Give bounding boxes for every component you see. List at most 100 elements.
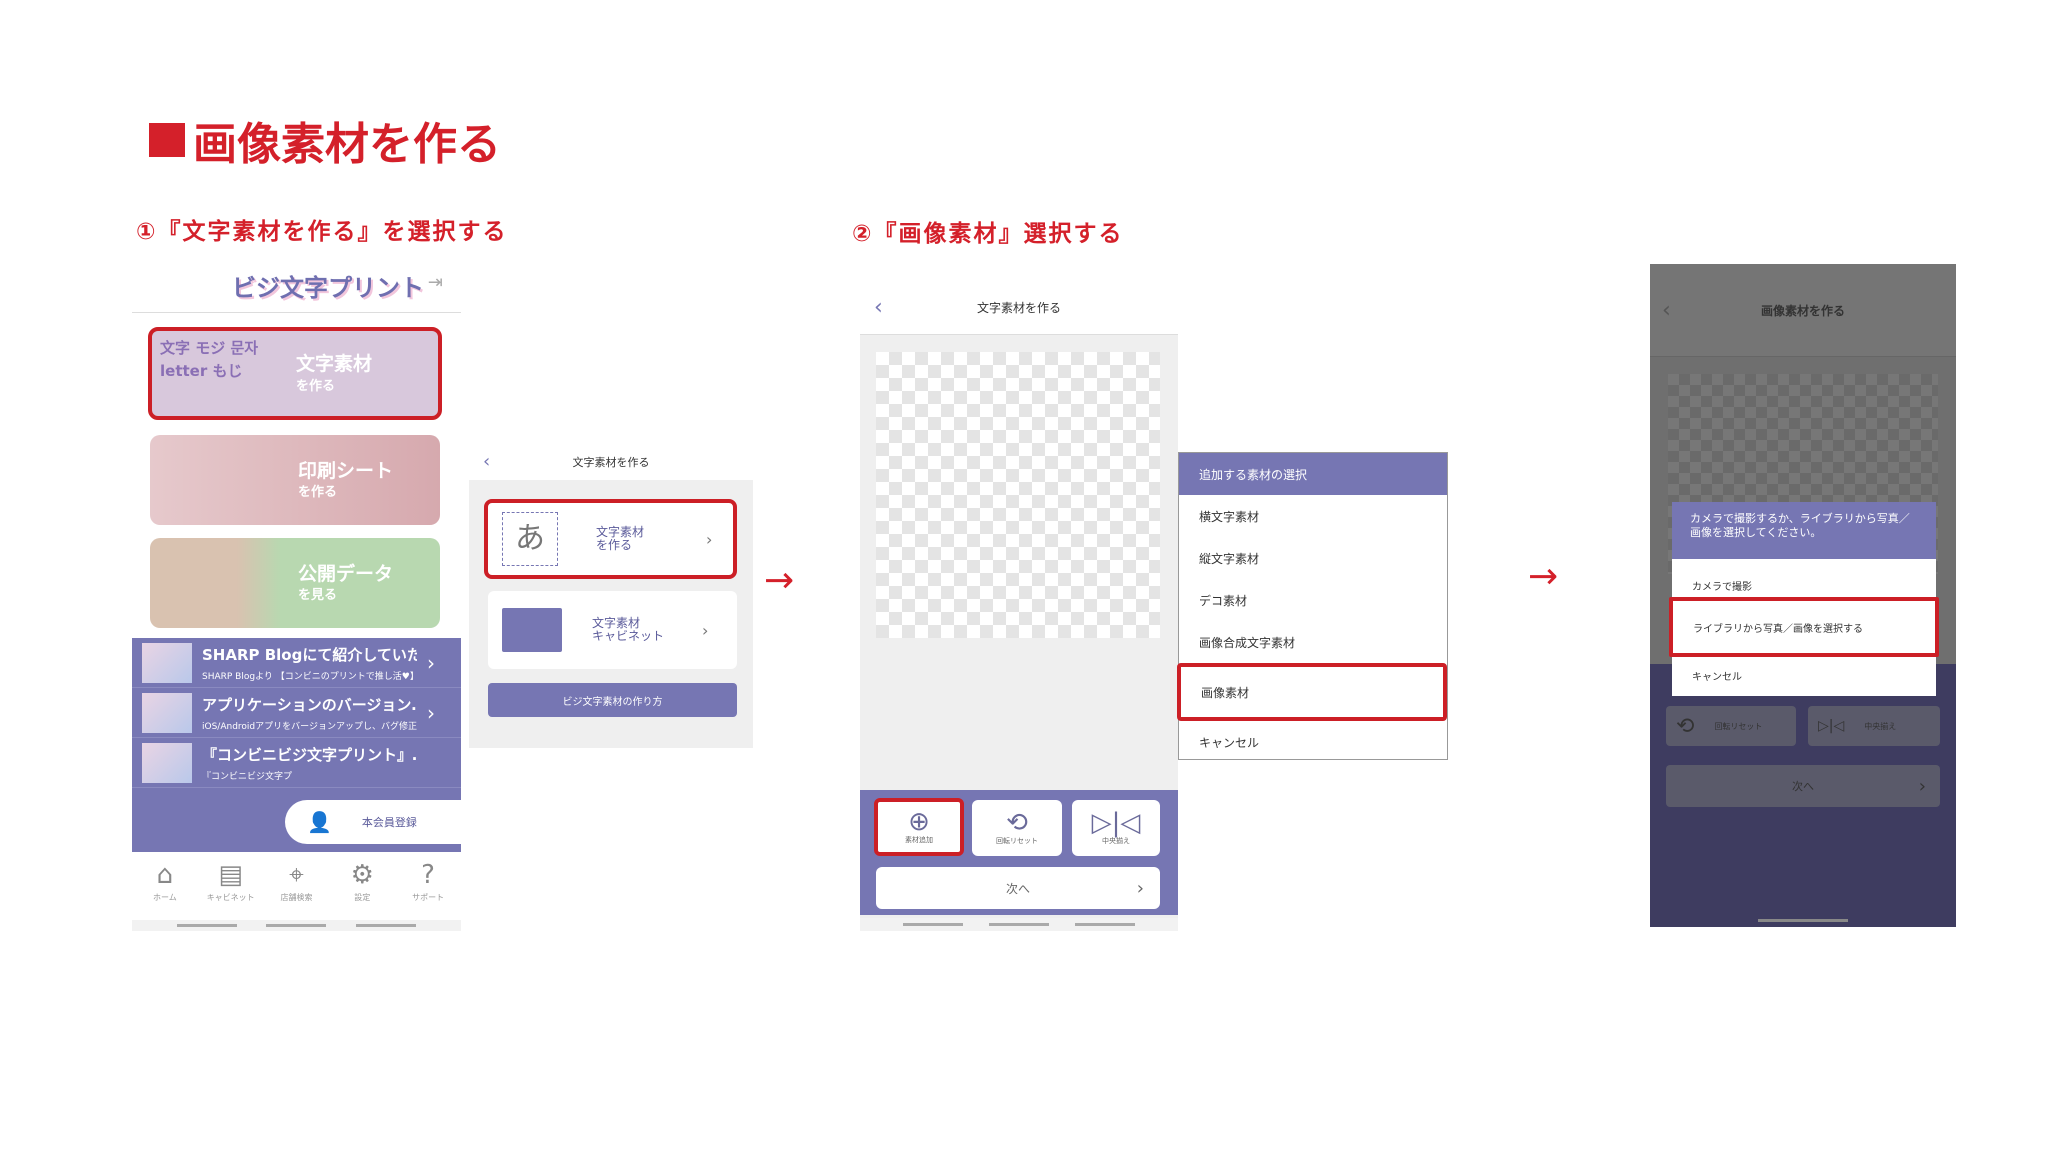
card-art: 文字 モジ 문자 letter もじ — [160, 339, 259, 380]
next-button[interactable]: 次へ › — [1666, 765, 1940, 807]
menu-item-cancel[interactable]: キャンセル — [1199, 735, 1260, 750]
menu-item-deco[interactable]: デコ素材 — [1199, 593, 1248, 608]
menu-item-image-composite-text[interactable]: 画像合成文字素材 — [1199, 635, 1296, 650]
arrow-right-icon: → — [1528, 556, 1559, 597]
center-align-icon: ▷|◁ — [1818, 718, 1845, 734]
app-logo: ビジ文字プリント — [232, 274, 424, 302]
member-register-button[interactable]: 👤本会員登録 — [285, 800, 461, 844]
card-sub: を作る — [298, 485, 338, 501]
news-thumbnail — [142, 742, 192, 783]
screen-header: ‹ 画像素材を作る — [1650, 264, 1956, 357]
center-align-button[interactable]: ▷|◁中央揃え — [1072, 800, 1160, 856]
back-icon[interactable]: ‹ — [874, 294, 883, 320]
chevron-right-icon: › — [427, 650, 435, 675]
step2-label: ②『画像素材』選択する — [852, 221, 1124, 247]
nav-settings[interactable]: ⚙ 設定 — [332, 860, 392, 914]
news-title: SHARP Blogにて紹介していただ… — [202, 645, 417, 664]
item-label: キャビネット — [592, 629, 665, 643]
card-print-sheet[interactable]: 印刷シートを作る — [150, 435, 440, 525]
news-list: SHARP Blogにて紹介していただ… SHARP Blogより 【コンビニのプ… — [132, 638, 461, 852]
menu-item-horizontal-text[interactable]: 横文字素材 — [1199, 509, 1260, 524]
dialog-message: カメラで撮影するか、ライブラリから写真／画像を選択してください。 — [1672, 502, 1936, 559]
add-user-icon: 👤 — [307, 810, 332, 834]
nav-label: 設定 — [354, 893, 371, 902]
center-align-button[interactable]: ▷|◁ 中央揃え — [1808, 706, 1940, 746]
item-label: 文字素材 — [592, 615, 641, 630]
next-label: 次へ — [1005, 881, 1030, 896]
toolbar: ⊕素材追加 ⟲回転リセット ▷|◁中央揃え 次へ › — [860, 790, 1178, 915]
home-indicator — [132, 920, 461, 931]
tool-label: 回転リセット — [1714, 721, 1763, 731]
item-label: を作る — [596, 538, 633, 552]
chevron-right-icon: › — [706, 529, 713, 549]
help-icon: ? — [421, 860, 435, 890]
back-icon[interactable]: ‹ — [1662, 297, 1671, 323]
screen-title: 文字素材を作る — [976, 300, 1061, 315]
nav-cabinet[interactable]: ▤ キャビネット — [201, 860, 261, 914]
app-header: ビジ文字プリント ⇥ — [132, 258, 461, 313]
arrow-right-icon: → — [764, 560, 795, 601]
news-thumbnail — [142, 642, 192, 683]
menu-header: 追加する素材の選択 — [1179, 453, 1447, 495]
item-label: 文字素材 — [596, 524, 645, 539]
plus-circle-icon: ⊕ — [908, 807, 930, 837]
bottom-nav: ⌂ ホーム ▤ キャビネット ⌖ 店舗検索 ⚙ 設定 ?サポート — [132, 852, 461, 914]
editor-screen: ‹ 文字素材を作る ⊕素材追加 ⟲回転リセット ▷|◁中央揃え 次へ › — [860, 280, 1178, 931]
gear-icon: ⚙ — [350, 860, 374, 890]
screen-header: ‹ 文字素材を作る — [469, 443, 753, 480]
nav-label: ホーム — [153, 893, 177, 902]
screen-title: 画像素材を作る — [1760, 303, 1845, 318]
location-pin-icon: ⌖ — [289, 860, 304, 890]
text-material-cabinet-item[interactable]: 文字素材キャビネット › — [488, 591, 737, 669]
card-public-data[interactable]: 公開データを見る — [150, 538, 440, 628]
cancel-option[interactable]: キャンセル — [1692, 671, 1742, 683]
nav-label: キャビネット — [206, 893, 255, 902]
nav-support[interactable]: ?サポート — [398, 860, 458, 914]
menu-item-image-material[interactable]: 画像素材 — [1177, 663, 1447, 721]
news-item[interactable]: SHARP Blogにて紹介していただ… SHARP Blogより 【コンビニのプ… — [132, 638, 461, 688]
step1-label: ①『文字素材を作る』を選択する — [136, 219, 508, 245]
canvas[interactable] — [876, 352, 1160, 638]
rotate-reset-button[interactable]: ⟲回転リセット — [972, 800, 1062, 856]
cabinet-box-icon — [502, 608, 562, 652]
photo-source-dialog: カメラで撮影するか、ライブラリから写真／画像を選択してください。 カメラで撮影 … — [1669, 502, 1939, 696]
take-photo-option[interactable]: カメラで撮影 — [1692, 582, 1752, 593]
news-sub: 『コンビニビジ文字プ — [202, 771, 293, 782]
rotate-icon: ⟲ — [1676, 713, 1695, 739]
card-title: 印刷シート — [298, 459, 394, 482]
nav-label: 店舗検索 — [280, 893, 313, 902]
home-indicator — [860, 918, 1178, 931]
logout-icon[interactable]: ⇥ — [427, 272, 443, 293]
next-label: 次へ — [1792, 780, 1814, 793]
news-sub: SHARP Blogより 【コンビニのプリントで推し活♥】… — [202, 671, 417, 682]
card-sub: を作る — [296, 378, 336, 394]
news-item[interactable]: アプリケーションのバージョン…iOS/Androidアプリをバージョンアップし、… — [132, 688, 461, 738]
rotate-reset-button[interactable]: ⟲ 回転リセット — [1666, 706, 1796, 746]
choose-from-library-option[interactable]: ライブラリから写真／画像を選択する — [1669, 597, 1939, 657]
tool-label: 回転リセット — [996, 837, 1038, 845]
chevron-right-icon: › — [1136, 877, 1144, 899]
news-item[interactable]: 『コンビニビジ文字プリント』…『コンビニビジ文字プ — [132, 738, 461, 788]
page-title-text: 画像素材を作る — [193, 119, 501, 170]
next-button[interactable]: 次へ › — [876, 867, 1160, 909]
tool-label: 中央揃え — [1864, 721, 1897, 731]
nav-home[interactable]: ⌂ ホーム — [135, 860, 195, 914]
add-material-button[interactable]: ⊕素材追加 — [874, 798, 964, 856]
home-icon: ⌂ — [156, 860, 174, 890]
toolbar: ⟲ 回転リセット ▷|◁ 中央揃え 次へ › — [1650, 664, 1956, 927]
card-create-text-material[interactable]: 文字 モジ 문자 letter もじ 文字素材を作る — [148, 327, 442, 420]
chevron-right-icon: › — [1918, 775, 1926, 797]
rotate-icon: ⟲ — [1006, 808, 1028, 838]
add-material-menu: 追加する素材の選択 横文字素材 縦文字素材 デコ素材 画像合成文字素材 画像素材… — [1177, 452, 1448, 760]
home-indicator — [1758, 919, 1848, 922]
text-a-icon: あ — [502, 512, 558, 566]
back-icon[interactable]: ‹ — [483, 451, 491, 472]
create-text-material-item[interactable]: あ 文字素材を作る › — [484, 499, 737, 579]
menu-item-vertical-text[interactable]: 縦文字素材 — [1199, 551, 1260, 566]
chevron-right-icon: › — [427, 700, 435, 725]
how-to-button[interactable]: ビジ文字素材の作り方 — [488, 683, 737, 717]
news-title: アプリケーションのバージョン… — [202, 695, 417, 714]
cabinet-icon: ▤ — [218, 860, 243, 890]
screen-header: ‹ 文字素材を作る — [860, 280, 1178, 335]
nav-store-search[interactable]: ⌖ 店舗検索 — [266, 860, 326, 914]
